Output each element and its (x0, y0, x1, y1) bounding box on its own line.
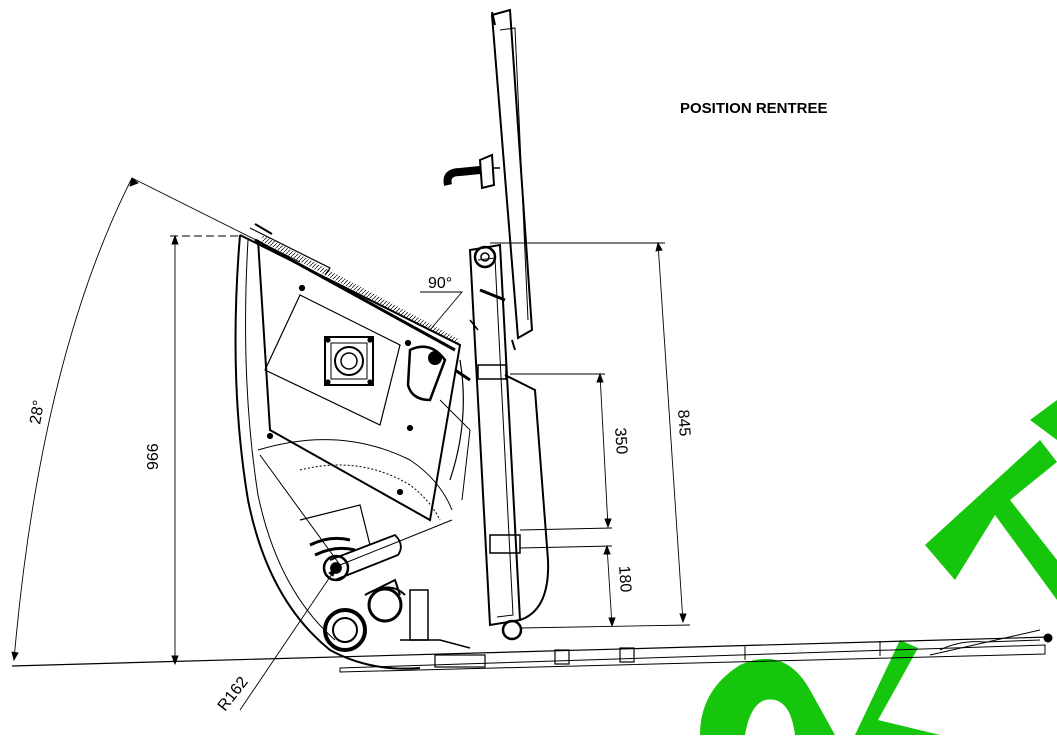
dim-height-180: 180 (615, 565, 634, 593)
ground-rail (11, 629, 1053, 673)
actuator-cylinder (468, 243, 523, 641)
dim-angle-90: 90° (428, 275, 452, 292)
dim-height-966: 966 (145, 443, 162, 470)
watermark-logo (700, 400, 1057, 735)
bottom-connectors (323, 578, 471, 652)
hinged-panel (490, 8, 534, 351)
dim-radius-162: R162 (215, 674, 252, 715)
side-housing (406, 345, 550, 621)
drawing-title: POSITION RENTREE (680, 100, 828, 117)
elbow-fitting (443, 153, 500, 190)
swing-arc (257, 439, 453, 566)
handle-assembly (299, 504, 402, 582)
hull-body (234, 223, 462, 670)
socket-panel (264, 284, 414, 496)
dim-height-350: 350 (611, 427, 630, 455)
dim-angle-28: 28° (27, 399, 48, 426)
dim-height-845: 845 (674, 409, 693, 437)
dimension-lines (11, 177, 691, 711)
